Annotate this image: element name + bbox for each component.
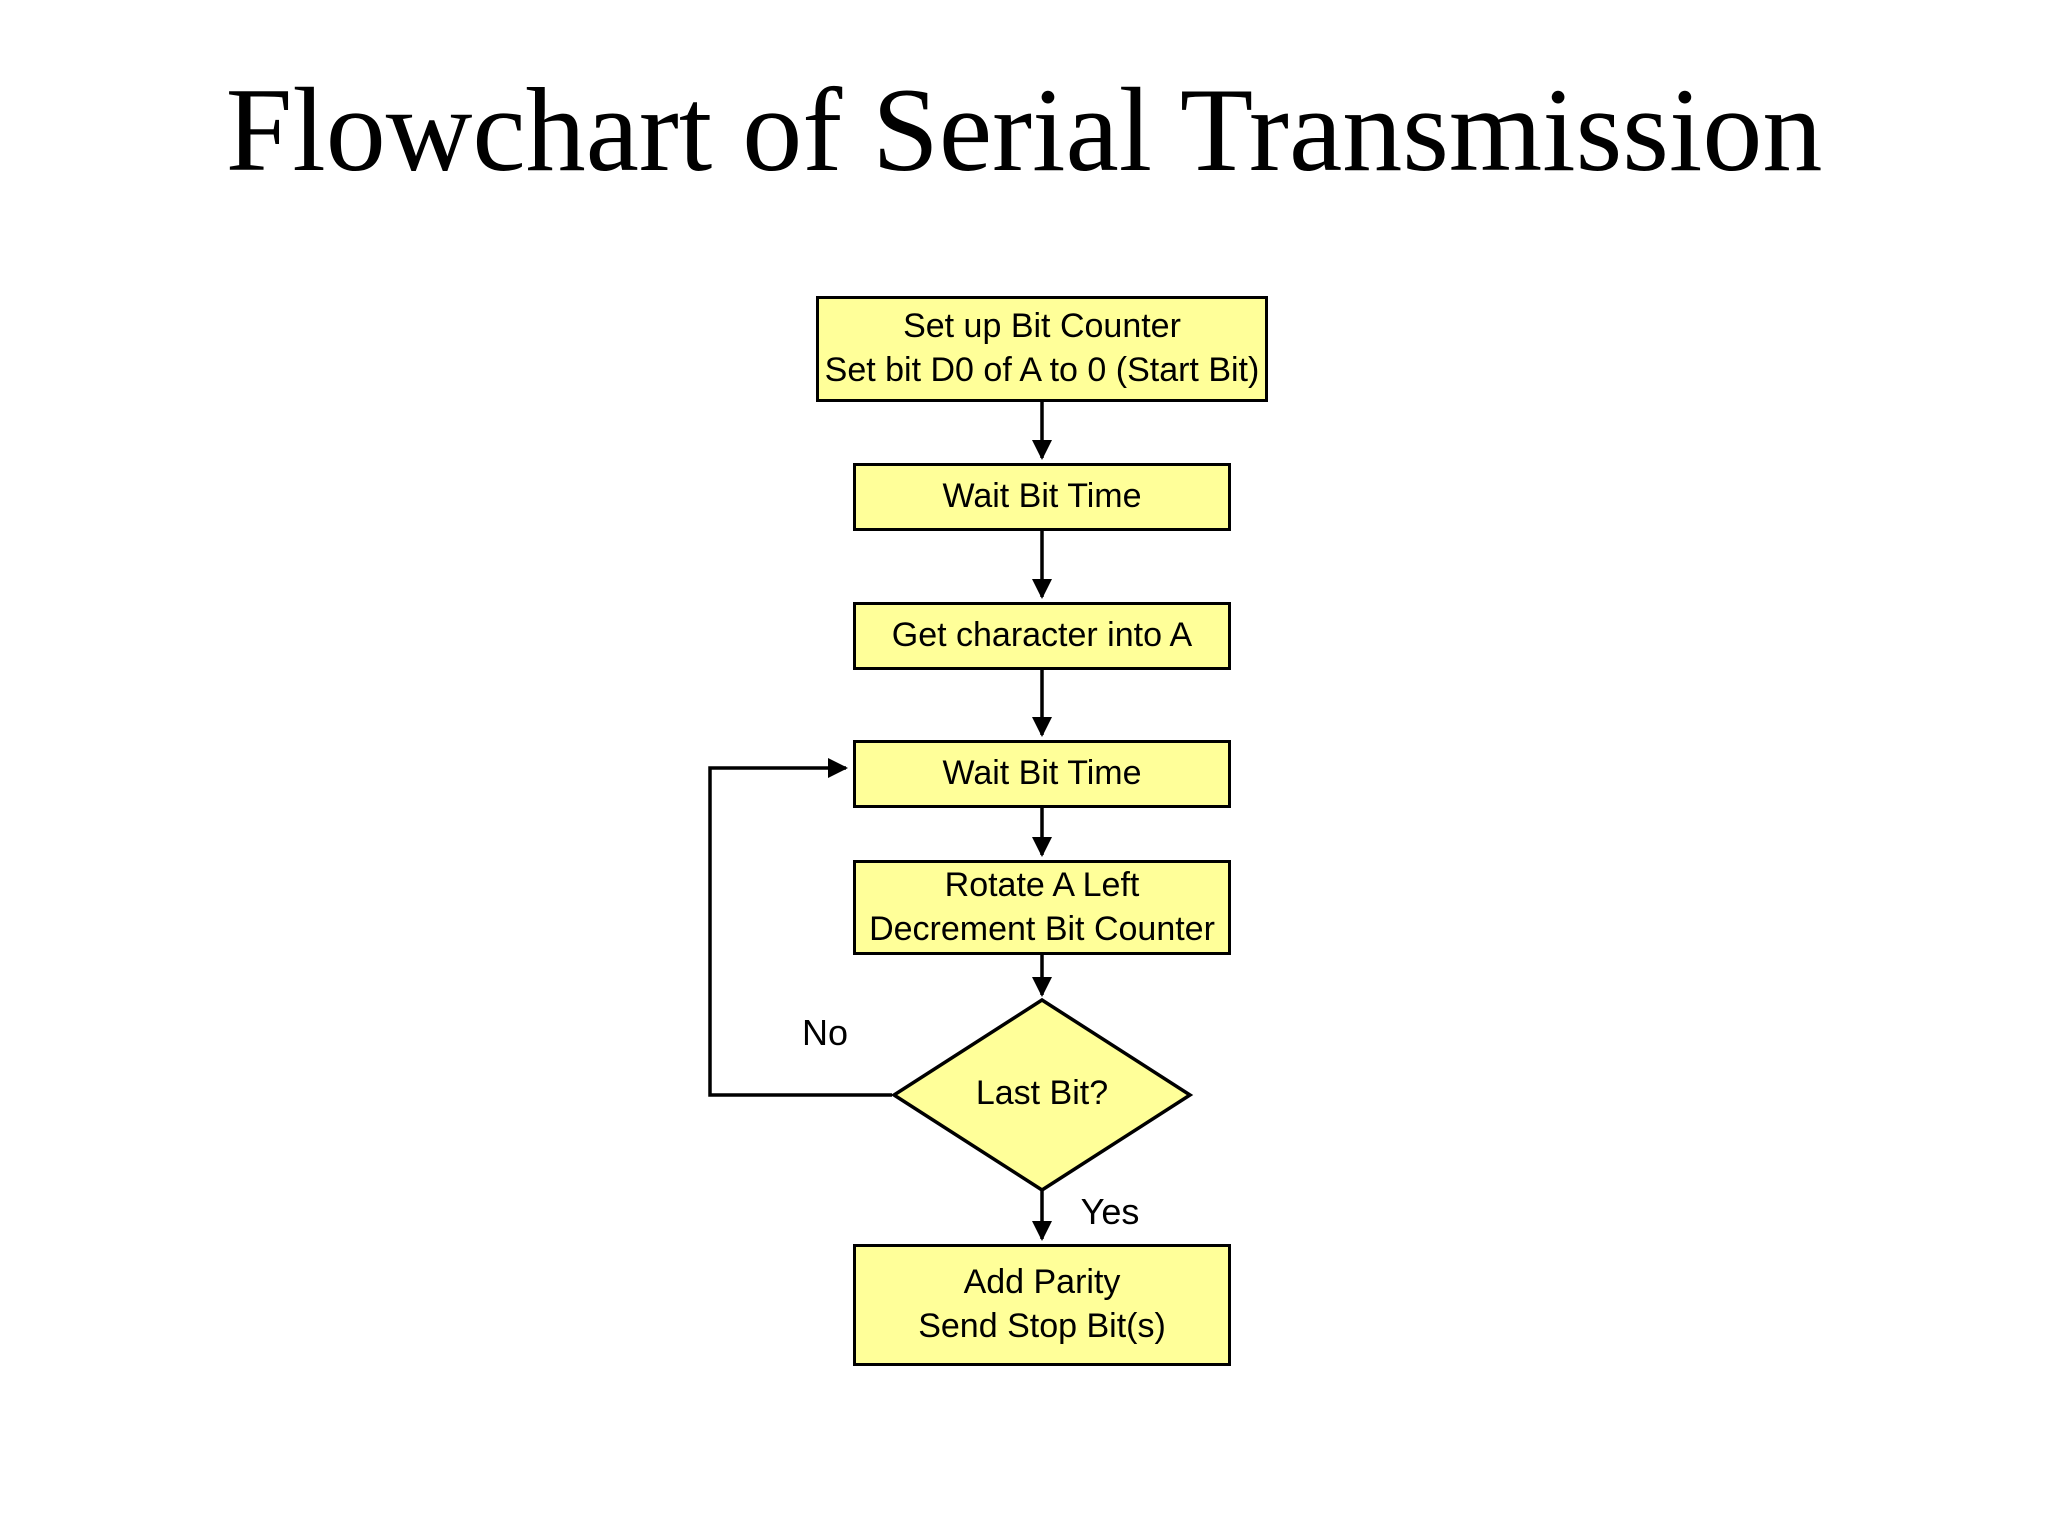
branch-label-yes: Yes xyxy=(1080,1191,1140,1232)
node-text-line: Decrement Bit Counter xyxy=(869,909,1215,948)
node-add-parity: Add Parity Send Stop Bit(s) xyxy=(853,1244,1231,1366)
edge-lastbit-no-loop xyxy=(708,758,892,1097)
node-text-line: Rotate A Left xyxy=(944,865,1140,904)
node-rotate-decrement: Rotate A Left Decrement Bit Counter xyxy=(853,860,1231,955)
node-text-line: Send Stop Bit(s) xyxy=(918,1307,1166,1345)
node-text-line: Set up Bit Counter xyxy=(903,307,1181,346)
node-last-bit-decision-label: Last Bit? xyxy=(975,1074,1109,1112)
node-get-character: Get character into A xyxy=(853,602,1231,670)
node-text-line: Get character into A xyxy=(891,616,1193,655)
slide-title: Flowchart of Serial Transmission xyxy=(225,63,1823,196)
branch-label-no: No xyxy=(801,1012,849,1053)
node-text-line: Wait Bit Time xyxy=(942,477,1142,516)
node-wait-bit-time-1: Wait Bit Time xyxy=(853,463,1231,531)
node-text-line: Wait Bit Time xyxy=(942,754,1142,793)
node-setup-bit-counter: Set up Bit Counter Set bit D0 of A to 0 … xyxy=(816,296,1268,402)
node-wait-bit-time-2: Wait Bit Time xyxy=(853,740,1231,808)
decision-diamond-shape xyxy=(890,997,1194,1193)
node-text-line: Set bit D0 of A to 0 (Start Bit) xyxy=(824,351,1260,389)
node-text-line: Add Parity xyxy=(963,1263,1121,1302)
